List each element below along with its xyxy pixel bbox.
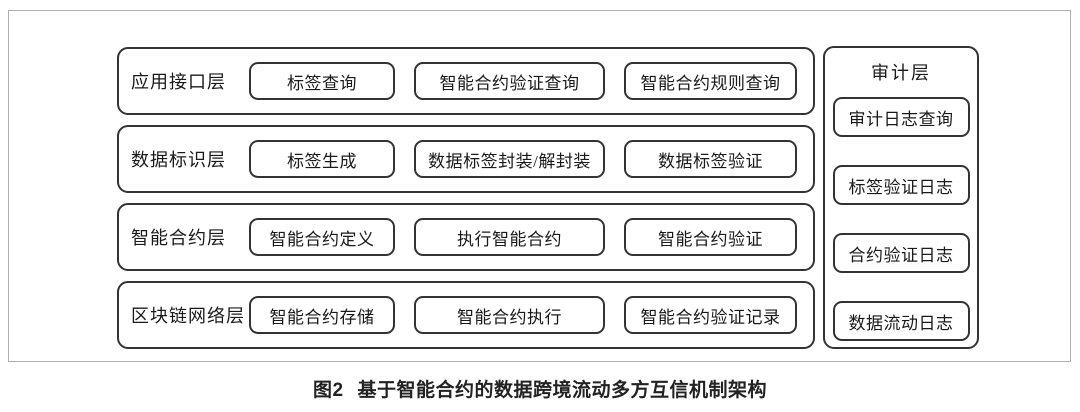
diagram-outer-frame: 应用接口层 标签查询 智能合约验证查询 智能合约规则查询 数据标识层 标签生成 …: [8, 10, 1071, 362]
module-box-tag-encapsulation: 数据标签封装/解封装: [414, 140, 605, 178]
audit-box-contract-verify-log: 合约验证日志: [832, 233, 970, 273]
layer-stack: 应用接口层 标签查询 智能合约验证查询 智能合约规则查询 数据标识层 标签生成 …: [117, 47, 815, 349]
figure-caption-number: 图2: [312, 380, 344, 401]
layer-row-data-identification: 数据标识层 标签生成 数据标签封装/解封装 数据标签验证: [117, 125, 815, 193]
audit-box-data-flow-log: 数据流动日志: [832, 301, 970, 341]
module-box-tag-query: 标签查询: [249, 62, 395, 100]
module-box-tag-generation: 标签生成: [249, 140, 395, 178]
module-box-contract-run: 智能合约执行: [414, 296, 605, 334]
audit-box-log-query: 审计日志查询: [832, 97, 970, 137]
module-group: 标签查询 智能合约验证查询 智能合约规则查询: [249, 62, 797, 100]
layer-row-application-interface: 应用接口层 标签查询 智能合约验证查询 智能合约规则查询: [117, 47, 815, 115]
layer-label: 区块链网络层: [131, 306, 245, 326]
layer-label: 应用接口层: [131, 72, 226, 92]
module-group: 智能合约存储 智能合约执行 智能合约验证记录: [249, 296, 797, 334]
module-box-contract-verify-query: 智能合约验证查询: [414, 62, 605, 100]
module-box-contract-storage: 智能合约存储: [249, 296, 395, 334]
figure-caption: 图2 基于智能合约的数据跨境流动多方互信机制架构: [0, 375, 1080, 402]
module-box-tag-verification: 数据标签验证: [624, 140, 797, 178]
module-box-contract-execution: 执行智能合约: [414, 218, 605, 256]
module-box-contract-rule-query: 智能合约规则查询: [624, 62, 797, 100]
layer-label: 智能合约层: [131, 228, 226, 248]
layer-row-blockchain-network: 区块链网络层 智能合约存储 智能合约执行 智能合约验证记录: [117, 281, 815, 349]
module-box-contract-verification: 智能合约验证: [624, 218, 797, 256]
module-box-contract-definition: 智能合约定义: [249, 218, 395, 256]
layer-row-smart-contract: 智能合约层 智能合约定义 执行智能合约 智能合约验证: [117, 203, 815, 271]
audit-layer-panel: 审计层 审计日志查询 标签验证日志 合约验证日志 数据流动日志: [823, 46, 979, 349]
figure-caption-title: 基于智能合约的数据跨境流动多方互信机制架构: [357, 380, 768, 401]
audit-box-tag-verify-log: 标签验证日志: [832, 165, 970, 205]
module-box-contract-verify-record: 智能合约验证记录: [624, 296, 797, 334]
module-group: 标签生成 数据标签封装/解封装 数据标签验证: [249, 140, 797, 178]
audit-layer-title: 审计层: [871, 63, 931, 83]
module-group: 智能合约定义 执行智能合约 智能合约验证: [249, 218, 797, 256]
layer-label: 数据标识层: [131, 150, 226, 170]
